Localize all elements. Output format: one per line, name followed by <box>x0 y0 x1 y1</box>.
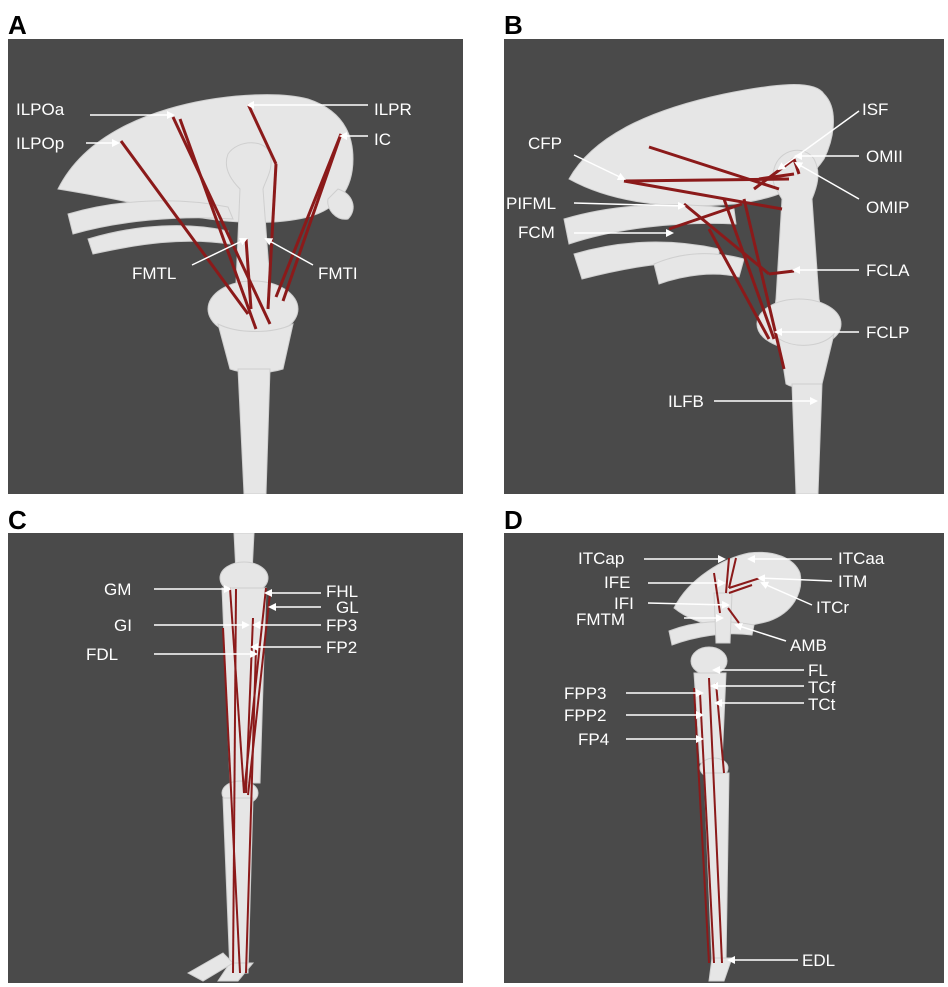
panel-d: ITCap ITCaa IFE ITM IFI ITCr FMTM AMB FL… <box>504 533 944 983</box>
label-pifml: PIFML <box>506 195 556 212</box>
label-fpp3: FPP3 <box>564 685 607 702</box>
label-amb: AMB <box>790 637 827 654</box>
label-gl: GL <box>336 599 359 616</box>
label-itm: ITM <box>838 573 867 590</box>
label-tct: TCt <box>808 696 835 713</box>
label-fcla: FCLA <box>866 262 909 279</box>
panel-letter-b: B <box>504 12 523 38</box>
label-omii: OMII <box>866 148 903 165</box>
label-fcm: FCM <box>518 224 555 241</box>
panel-letter-a: A <box>8 12 27 38</box>
label-ife: IFE <box>604 574 630 591</box>
label-itcap: ITCap <box>578 550 624 567</box>
label-fpp2: FPP2 <box>564 707 607 724</box>
label-itcr: ITCr <box>816 599 849 616</box>
label-fmtl: FMTL <box>132 265 176 282</box>
bone-leg-c <box>188 533 268 981</box>
label-cfp: CFP <box>528 135 562 152</box>
label-ilpr: ILPR <box>374 101 412 118</box>
label-fmti: FMTI <box>318 265 358 282</box>
label-ilpoa: ILPOa <box>16 101 64 118</box>
label-fmtm: FMTM <box>576 611 625 628</box>
label-ic: IC <box>374 131 391 148</box>
panel-c: GM FHL GL GI FP3 FDL FP2 <box>8 533 463 983</box>
label-fp4: FP4 <box>578 731 609 748</box>
label-gi: GI <box>114 617 132 634</box>
label-fclp: FCLP <box>866 324 909 341</box>
panel-a: ILPOa ILPOp ILPR IC FMTL FMTI <box>8 39 463 494</box>
label-fl: FL <box>808 662 828 679</box>
panel-letter-c: C <box>8 507 27 533</box>
label-edl: EDL <box>802 952 835 969</box>
label-ilfb: ILFB <box>668 393 704 410</box>
panel-letter-d: D <box>504 507 523 533</box>
panel-d-illustration <box>504 533 944 983</box>
label-omip: OMIP <box>866 199 909 216</box>
label-fp3: FP3 <box>326 617 357 634</box>
bone-femur-b <box>757 150 841 494</box>
label-itcaa: ITCaa <box>838 550 884 567</box>
label-gm: GM <box>104 581 131 598</box>
label-fp2: FP2 <box>326 639 357 656</box>
label-isf: ISF <box>862 101 888 118</box>
panel-c-illustration <box>8 533 463 983</box>
panel-b: ISF CFP OMII OMIP PIFML FCM FCLA FCLP IL… <box>504 39 944 494</box>
label-tcf: TCf <box>808 679 835 696</box>
label-ilpop: ILPOp <box>16 135 64 152</box>
label-fdl: FDL <box>86 646 118 663</box>
